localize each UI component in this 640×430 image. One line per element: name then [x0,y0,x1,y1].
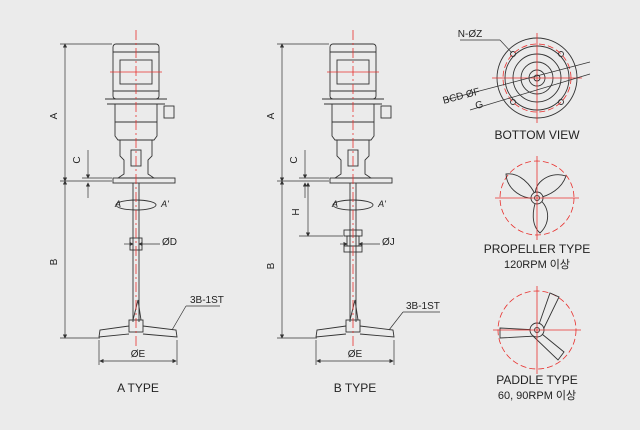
propeller-drawing [495,156,579,240]
b-type-drawing [315,43,395,338]
b-type-section-right: A' [377,199,386,209]
bottom-view-leaders [444,39,591,111]
a-type-blade-callout: 3B-1ST [190,295,224,306]
bottom-view-centerlines [492,33,582,123]
b-type-dim-j: ØJ [382,237,395,248]
propeller-caption: PROPELLER TYPE [484,242,591,256]
b-type-dim-e: ØE [348,349,363,360]
b-type-dim-b: B [266,262,277,269]
b-type-caption: B TYPE [334,381,376,395]
b-type-blade-callout: 3B-1ST [406,301,440,312]
a-type-section-left: A [114,199,121,209]
a-type-dimensions [60,43,220,365]
a-type-dim-e: ØE [131,349,146,360]
bottom-view-caption: BOTTOM VIEW [494,128,580,142]
b-type-dim-c: C [289,156,300,163]
b-type-dim-a: A [266,112,277,119]
b-type-dim-h: H [291,208,302,215]
paddle-drawing [493,286,581,374]
a-type-dim-c: C [72,156,83,163]
b-type-section-left: A [331,199,338,209]
a-type-dim-d: ØD [162,237,177,248]
a-type-caption: A TYPE [117,381,159,395]
a-type-dim-a: A [49,112,60,119]
a-type-dim-b: B [49,258,60,265]
a-type-drawing [98,43,178,338]
bottom-view-g-label: G [474,99,485,112]
a-type-section-right: A' [160,199,169,209]
bottom-view-holes-label: N-ØZ [458,29,482,40]
b-type-dimensions [277,43,440,365]
propeller-subcaption: 120RPM 이상 [504,258,570,271]
paddle-subcaption: 60, 90RPM 이상 [498,389,576,402]
paddle-caption: PADDLE TYPE [496,373,578,387]
